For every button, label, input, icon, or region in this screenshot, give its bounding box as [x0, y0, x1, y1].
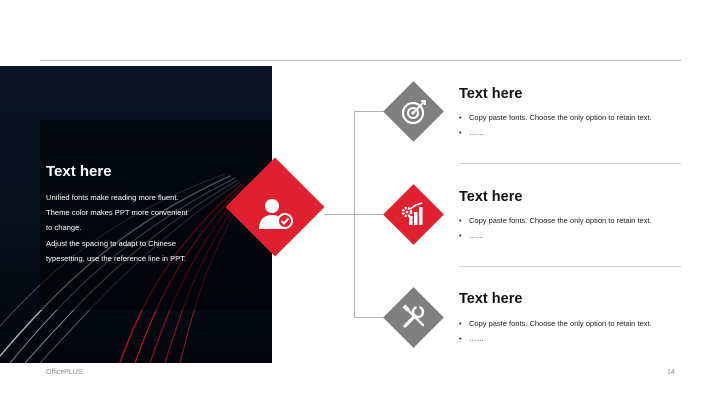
top-rule: [40, 60, 681, 61]
item-1-bullet-1: •Copy paste fonts. Choose the only optio…: [459, 113, 652, 122]
item-1-bullet-1-text: Copy paste fonts. Choose the only option…: [469, 113, 652, 122]
item-2-bullet-1: •Copy paste fonts. Choose the only optio…: [459, 216, 652, 225]
item-3-bullet-1: •Copy paste fonts. Choose the only optio…: [459, 319, 652, 328]
item-3-bullet-2-text: ……: [469, 334, 484, 343]
item-1-bullet-2-text: ……: [469, 128, 484, 137]
item-3-title: Text here: [459, 291, 523, 307]
gear-chart-icon: [400, 200, 428, 233]
target-icon: [400, 98, 428, 131]
left-panel-line: Theme color makes PPT more convenient: [46, 208, 188, 218]
item-1-bullet-2: •……: [459, 128, 484, 137]
connector-top: [354, 111, 384, 112]
item-2-bullet-1-text: Copy paste fonts. Choose the only option…: [469, 216, 652, 225]
tools-icon: [401, 304, 427, 335]
left-panel-line: typesetting, use the reference line in P…: [46, 253, 187, 263]
left-panel-line: to change.: [46, 223, 82, 233]
left-panel-title: Text here: [46, 163, 112, 180]
connector-bottom: [354, 317, 384, 318]
item-3-bullet-1-text: Copy paste fonts. Choose the only option…: [469, 319, 652, 328]
left-panel-line: Unified fonts make reading more fluent.: [46, 193, 179, 202]
item-2-title: Text here: [459, 189, 523, 205]
user-check-icon: [255, 193, 297, 240]
item-2-bullet-2: •……: [459, 231, 484, 240]
page-number: 14: [667, 369, 675, 376]
footer-brand: OfficePLUS: [46, 369, 83, 376]
connector-vertical: [354, 111, 355, 318]
separator-1: [459, 163, 681, 164]
item-2-bullet-2-text: ……: [469, 231, 484, 240]
item-3-bullet-2: •……: [459, 334, 484, 343]
left-panel-line: Adjust the spacing to adapt to Chinese: [46, 238, 177, 248]
left-panel-body: Unified fonts make reading more fluent. …: [46, 190, 261, 266]
item-1-title: Text here: [459, 86, 523, 102]
separator-2: [459, 266, 681, 267]
